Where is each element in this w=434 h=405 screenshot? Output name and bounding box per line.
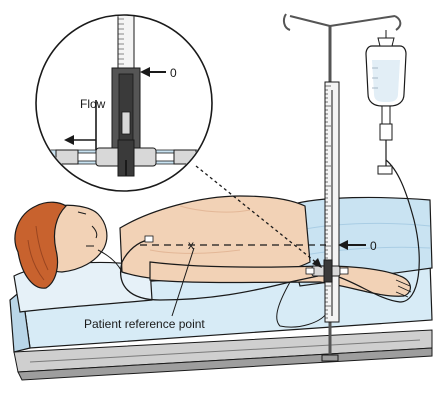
zero-label-top: 0	[170, 66, 177, 80]
reference-point-label: Patient reference point	[84, 317, 205, 331]
patient-torso	[119, 195, 311, 282]
zero-label-right: 0	[370, 239, 377, 253]
reference-point-leader	[171, 247, 195, 317]
magnified-inset	[35, 14, 213, 192]
magnifier-leader	[195, 165, 322, 268]
patient-head	[14, 201, 123, 289]
iv-bag-icon	[365, 30, 407, 175]
zero-arrow-right	[338, 240, 366, 250]
manometer-scale-icon	[324, 81, 340, 323]
stopcock-icon	[305, 259, 349, 283]
flow-label: Flow	[80, 97, 106, 111]
zero-arrow-top	[140, 67, 166, 77]
reference-x-mark: x	[188, 238, 194, 252]
catheter-tubing	[120, 159, 420, 328]
